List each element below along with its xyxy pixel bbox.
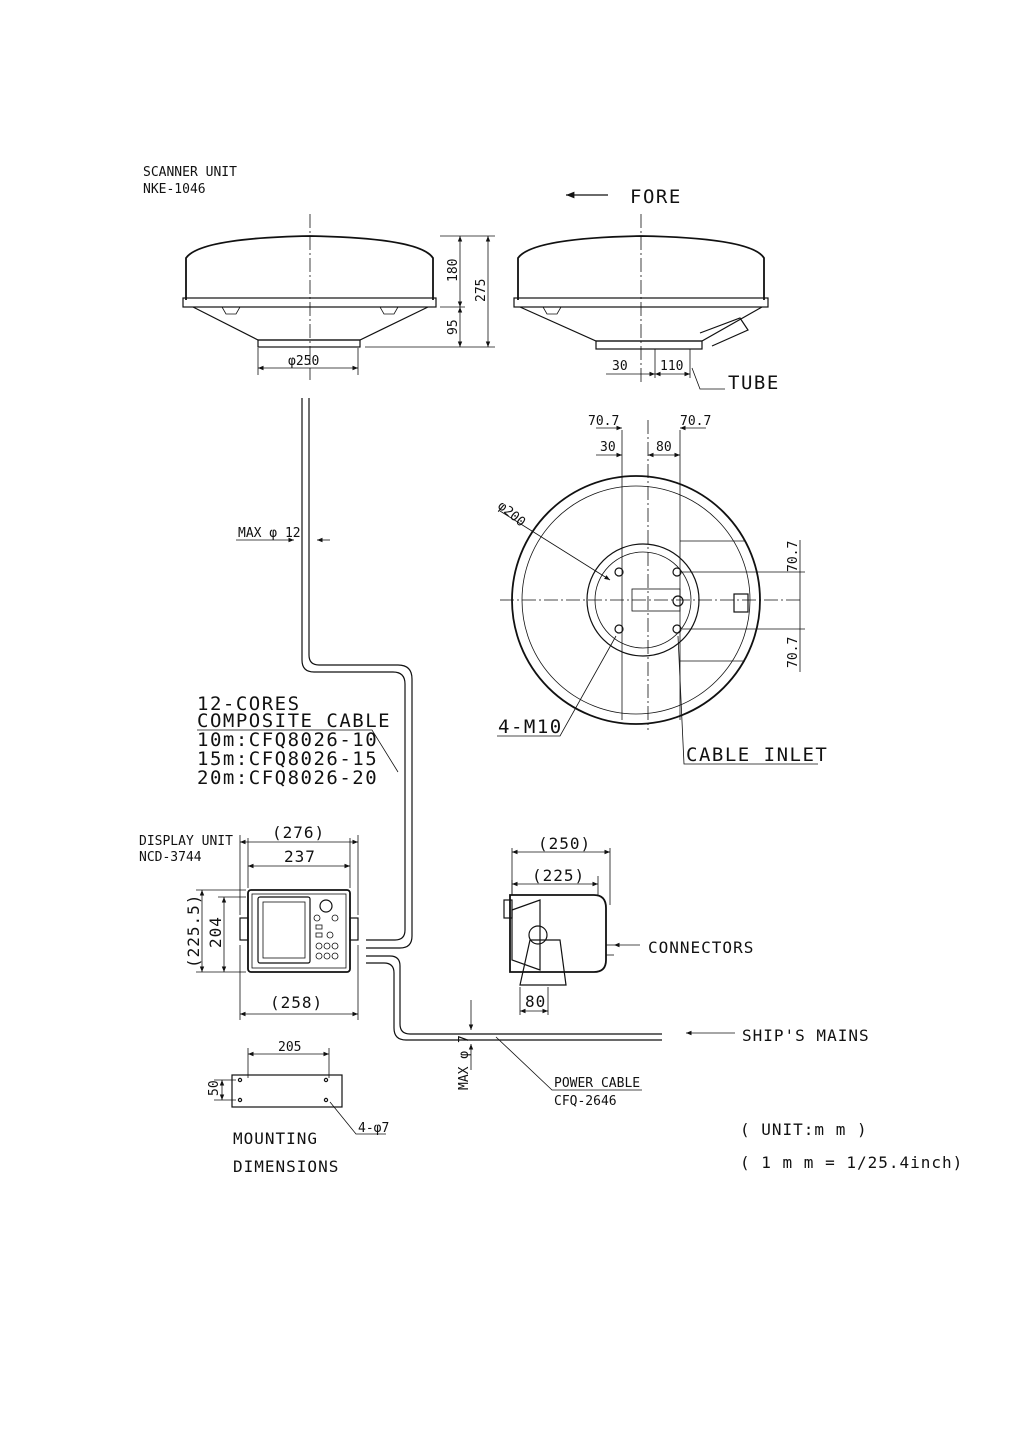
side-dim-250: (250) xyxy=(538,834,591,853)
cable-line-4: 15m:CFQ8026-15 xyxy=(197,748,378,770)
mounting-line-2: DIMENSIONS xyxy=(233,1157,339,1176)
power-cable-model: CFQ-2646 xyxy=(554,1094,617,1109)
power-cable-label: POWER CABLE xyxy=(554,1076,640,1091)
bottom-dim-30: 30 xyxy=(600,440,616,455)
display-dim-204: 204 xyxy=(206,916,225,948)
composite-cable-route xyxy=(197,398,413,949)
mounting-plate xyxy=(214,1048,386,1135)
dim-275: 275 xyxy=(474,279,489,302)
mounting-line-1: MOUNTING xyxy=(233,1129,318,1148)
display-front-view xyxy=(196,835,359,1020)
display-title: DISPLAY UNIT xyxy=(139,834,233,849)
cable-max-dia: MAX φ 12 xyxy=(238,526,301,541)
cable-line-1: 12-CORES xyxy=(197,693,301,715)
side-dim-110: 110 xyxy=(660,359,683,374)
bottom-dim-70-7-right: 70.7 xyxy=(680,414,711,429)
power-cable-route xyxy=(366,955,735,1091)
dim-95: 95 xyxy=(446,319,461,335)
cable-line-2: COMPOSITE CABLE xyxy=(197,710,391,732)
bottom-dim-70-7-upper: 70.7 xyxy=(786,541,801,572)
bottom-dim-70-7-left: 70.7 xyxy=(588,414,619,429)
bolts-label: 4-M10 xyxy=(498,716,563,738)
scanner-front-view xyxy=(182,214,495,380)
unit-note: ( UNIT:m m ) xyxy=(740,1120,868,1139)
scanner-side-view xyxy=(513,214,769,390)
cable-inlet-label: CABLE INLET xyxy=(686,744,828,766)
display-dim-258: (258) xyxy=(270,993,323,1012)
mount-dim-50: 50 xyxy=(207,1080,222,1096)
mains-label: SHIP'S MAINS xyxy=(742,1026,870,1045)
display-dim-276: (276) xyxy=(272,823,325,842)
display-model: NCD-3744 xyxy=(139,850,202,865)
scanner-title: SCANNER UNIT xyxy=(143,165,237,180)
side-dim-30: 30 xyxy=(612,359,628,374)
display-dim-237: 237 xyxy=(284,847,316,866)
connectors-label: CONNECTORS xyxy=(648,938,754,957)
cable-line-3: 10m:CFQ8026-10 xyxy=(197,729,378,751)
bottom-dim-70-7-lower: 70.7 xyxy=(786,637,801,668)
bottom-dim-80: 80 xyxy=(656,440,672,455)
side-dim-225: (225) xyxy=(532,866,585,885)
side-dim-80: 80 xyxy=(525,992,546,1011)
scanner-bottom-view xyxy=(497,420,818,765)
conversion-note: ( 1 m m = 1/25.4inch) xyxy=(740,1153,963,1172)
scanner-model: NKE-1046 xyxy=(143,182,206,197)
fore-label: FORE xyxy=(630,186,682,208)
tube-label: TUBE xyxy=(728,372,780,394)
dim-250: φ250 xyxy=(288,354,319,369)
power-max-dia: MAX φ 7 xyxy=(457,1035,472,1090)
mount-holes: 4-φ7 xyxy=(358,1121,389,1136)
display-dim-225-5: (225.5) xyxy=(184,894,203,968)
cable-line-5: 20m:CFQ8026-20 xyxy=(197,767,378,789)
dim-180: 180 xyxy=(446,259,461,282)
display-side-view xyxy=(503,848,640,1015)
mount-dim-205: 205 xyxy=(278,1040,301,1055)
